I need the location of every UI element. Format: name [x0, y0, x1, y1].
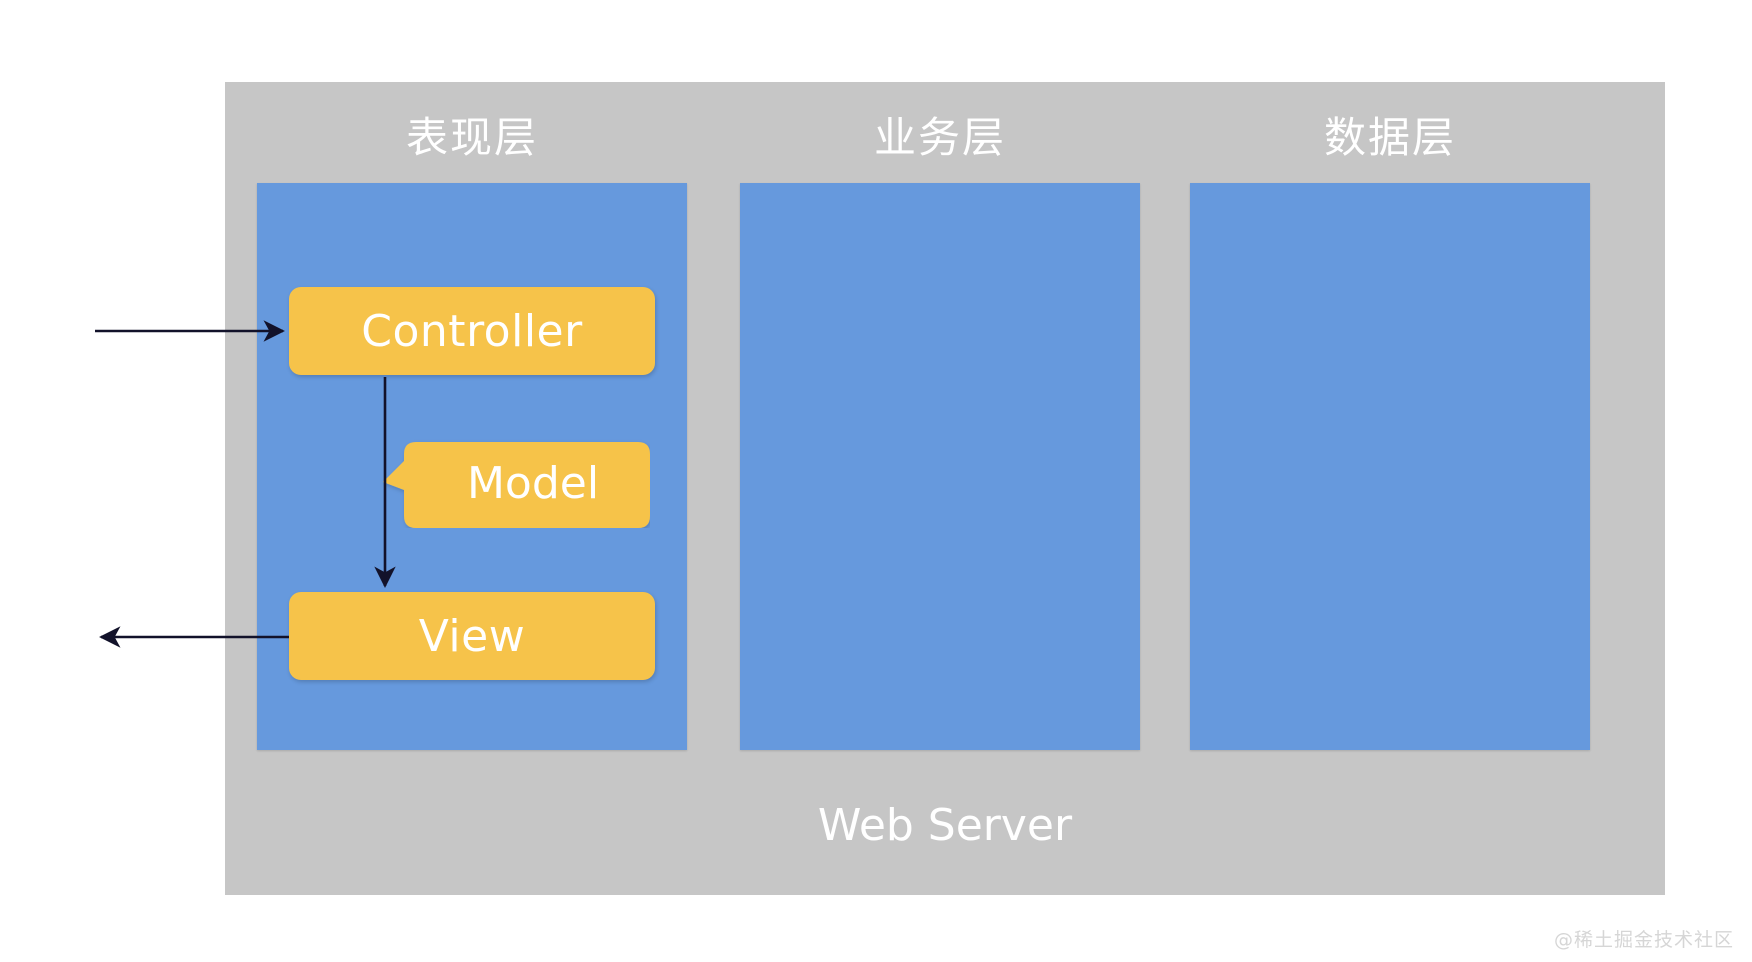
layer-title-presentation: 表现层 — [405, 113, 538, 162]
layer-title-business: 业务层 — [873, 113, 1006, 162]
component-controller: Controller — [289, 287, 655, 375]
watermark: @稀土掘金技术社区 — [1553, 929, 1734, 951]
layer-panel-data — [1190, 183, 1590, 750]
layer-title-data: 数据层 — [1323, 113, 1456, 162]
layer-panel-business — [740, 183, 1140, 750]
component-view: View — [289, 592, 655, 680]
web-server-caption: Web Server — [817, 800, 1073, 851]
component-model: Model — [380, 438, 650, 528]
component-controller-label: Controller — [361, 305, 583, 357]
component-view-label: View — [418, 610, 526, 662]
callout-bubble-shape — [383, 442, 650, 528]
